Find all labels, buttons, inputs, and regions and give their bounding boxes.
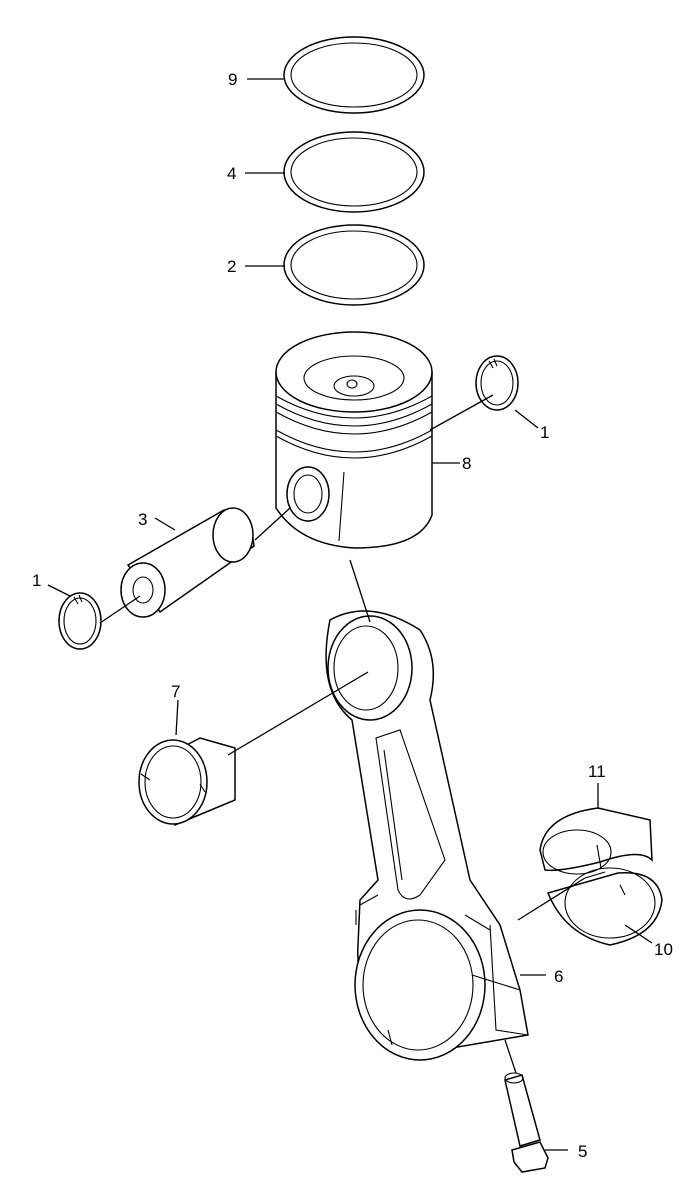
snap-ring-right [475, 355, 519, 411]
piston-pin [120, 507, 255, 618]
piston-ring-2 [283, 224, 425, 306]
callout-1-right: 1 [540, 423, 549, 442]
callout-2: 2 [227, 257, 236, 276]
piston-ring-4 [283, 131, 425, 213]
callout-7: 7 [171, 682, 180, 701]
small-end-bushing [138, 737, 236, 827]
callout-6: 6 [554, 967, 563, 986]
piston [275, 331, 433, 549]
piston-ring-9 [283, 36, 425, 114]
snap-ring-left [58, 592, 102, 650]
rod-bolt [504, 1072, 549, 1173]
callout-10: 10 [654, 940, 673, 959]
callout-4: 4 [227, 164, 236, 183]
bearing-shell-upper-11 [539, 807, 653, 875]
callout-8: 8 [462, 454, 471, 473]
callout-9: 9 [228, 70, 237, 89]
callout-11: 11 [588, 762, 606, 781]
callout-3: 3 [138, 510, 147, 529]
callout-1-left: 1 [32, 571, 41, 590]
callout-5: 5 [578, 1142, 587, 1161]
leader-lines [47, 78, 653, 1151]
connecting-rod [325, 610, 529, 1061]
bearing-shell-lower-10 [546, 867, 663, 946]
